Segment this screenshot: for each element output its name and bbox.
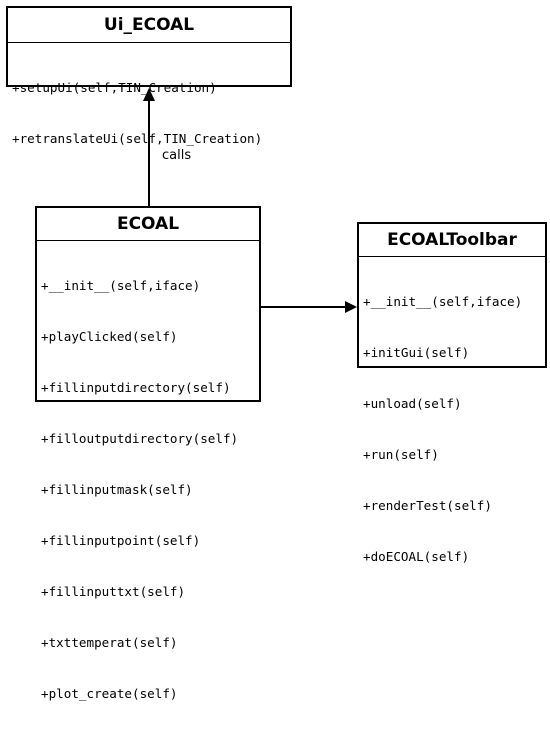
method-item: +run(self) xyxy=(363,447,439,462)
method-item: +renderTest(self) xyxy=(363,498,492,513)
method-item: +initGui(self) xyxy=(363,345,470,360)
edge-calls xyxy=(143,88,155,206)
arrowhead-icon xyxy=(345,301,357,313)
method-list: +setupUi(self,TIN_Creation) +retranslate… xyxy=(8,43,290,181)
method-item: +plot_create(self) xyxy=(41,686,178,701)
class-box-ui-ecoal: Ui_ECOAL +setupUi(self,TIN_Creation) +re… xyxy=(6,6,292,146)
class-title: ECOALToolbar xyxy=(359,224,545,257)
method-item: +fillinputdirectory(self) xyxy=(41,380,231,395)
method-item: +retranslateUi(self,TIN_Creation) xyxy=(12,131,263,146)
method-item: +filloutputdirectory(self) xyxy=(41,431,239,446)
method-item: +__init__(self,iface) xyxy=(41,278,201,293)
arrowhead-icon xyxy=(143,88,155,101)
class-title: Ui_ECOAL xyxy=(8,8,290,43)
method-item: +txttemperat(self) xyxy=(41,635,178,650)
method-item: +fillinputmask(self) xyxy=(41,482,193,497)
edge-toolbar xyxy=(261,301,357,313)
method-item: +fillinputtxt(self) xyxy=(41,584,186,599)
method-item: +doECOAL(self) xyxy=(363,549,470,564)
method-item: +__init__(self,iface) xyxy=(363,294,523,309)
relation-edges xyxy=(143,88,357,313)
method-item: +setupUi(self,TIN_Creation) xyxy=(12,80,217,95)
method-item: +fillinputpoint(self) xyxy=(41,533,201,548)
edge-label-calls: calls xyxy=(162,148,192,163)
method-item: +unload(self) xyxy=(363,396,462,411)
method-item: +playClicked(self) xyxy=(41,329,178,344)
class-title: ECOAL xyxy=(37,208,259,241)
